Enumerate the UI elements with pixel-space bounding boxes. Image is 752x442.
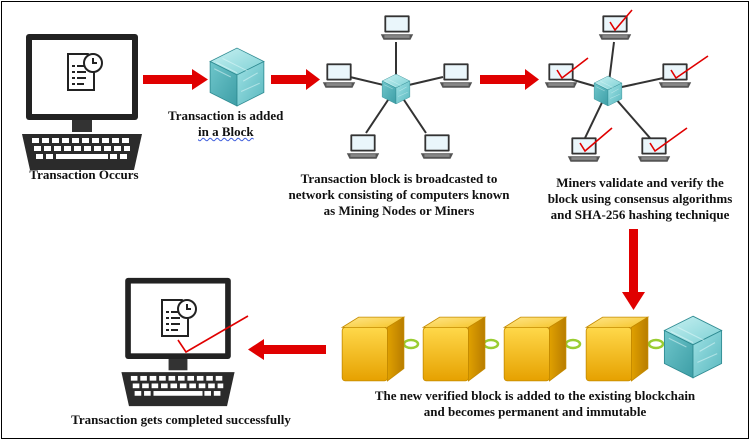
caption-line: block using consensus algorithms (547, 191, 733, 206)
arrow-to-completion (248, 339, 326, 360)
destination-computer-icon (121, 277, 249, 407)
arrow-to-network (271, 69, 320, 90)
caption-line: as Mining Nodes or Miners (323, 203, 475, 218)
block-cube-icon (503, 316, 567, 382)
caption-line: in a Block (168, 124, 300, 140)
caption-validate: Miners validate and verify the block usi… (540, 175, 740, 223)
caption-line: and SHA-256 hashing technique (550, 207, 730, 222)
mining-network (322, 15, 473, 159)
laptop-icon (346, 134, 380, 159)
arrow-to-block (143, 69, 208, 90)
validating-network (544, 9, 709, 162)
caption-text: in a Block (198, 124, 254, 139)
block-cube-icon (585, 316, 649, 382)
blockchain (341, 315, 723, 382)
checkmark-icon (177, 315, 249, 354)
block-cube-icon (341, 316, 405, 382)
source-computer-icon (22, 34, 142, 170)
arrow-down (622, 229, 645, 310)
caption-line: Transaction block is broadcasted to (300, 171, 498, 186)
arrow-to-miners (480, 69, 539, 90)
laptop-icon (380, 15, 414, 40)
caption-transaction-occurs: Transaction Occurs (29, 167, 139, 182)
laptop-icon (322, 63, 356, 88)
block-cube-icon (381, 73, 411, 105)
caption-added-to-block: Transaction is added in a Block (168, 108, 300, 140)
block-cube-icon (663, 315, 723, 379)
caption-line: and becomes permanent and immutable (423, 404, 647, 419)
laptop-icon (420, 134, 454, 159)
caption-line: network consisting of computers known (288, 187, 510, 202)
laptop-icon (598, 15, 632, 40)
block-cube-icon (209, 47, 265, 107)
block-cube-icon (422, 316, 486, 382)
caption-blockchain: The new verified block is added to the e… (335, 388, 735, 420)
laptop-icon (439, 63, 473, 88)
caption-broadcast: Transaction block is broadcasted to netw… (274, 171, 524, 219)
caption-line: The new verified block is added to the e… (374, 388, 696, 403)
caption-completed: Transaction gets completed successfully (71, 412, 291, 427)
checkmark-icon (556, 9, 709, 153)
caption-line: Miners validate and verify the (556, 175, 724, 190)
caption-line: Transaction is added (168, 108, 284, 123)
